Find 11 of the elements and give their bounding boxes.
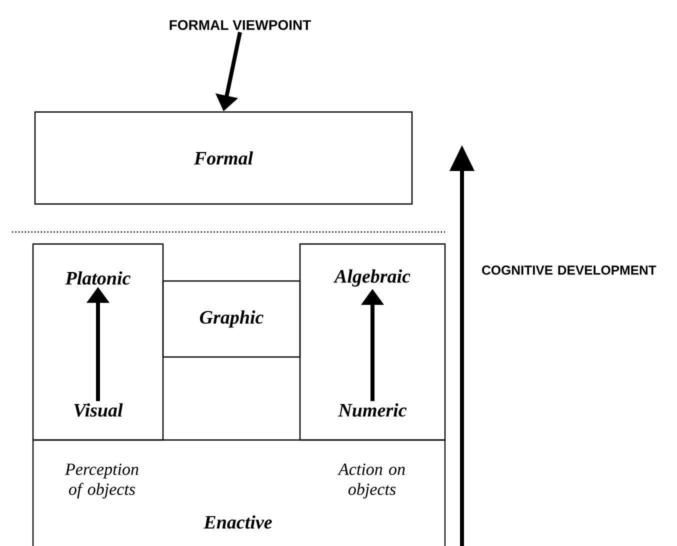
stage-label: Numeric xyxy=(338,403,407,417)
stage-label: Platonic xyxy=(65,271,130,285)
heading: FORMAL VIEWPOINT xyxy=(170,20,312,30)
stage-band: Perception of objects Action on objects Enactive xyxy=(32,439,446,546)
text-box: Formal xyxy=(34,111,413,205)
column-box xyxy=(32,243,164,441)
text-box: Graphic xyxy=(162,280,301,358)
axis-label: COGNITIVE DEVELOPMENT xyxy=(482,266,656,275)
column-box xyxy=(299,243,446,441)
stage-label: Visual xyxy=(74,403,123,417)
stage-label: Algebraic xyxy=(334,269,410,287)
